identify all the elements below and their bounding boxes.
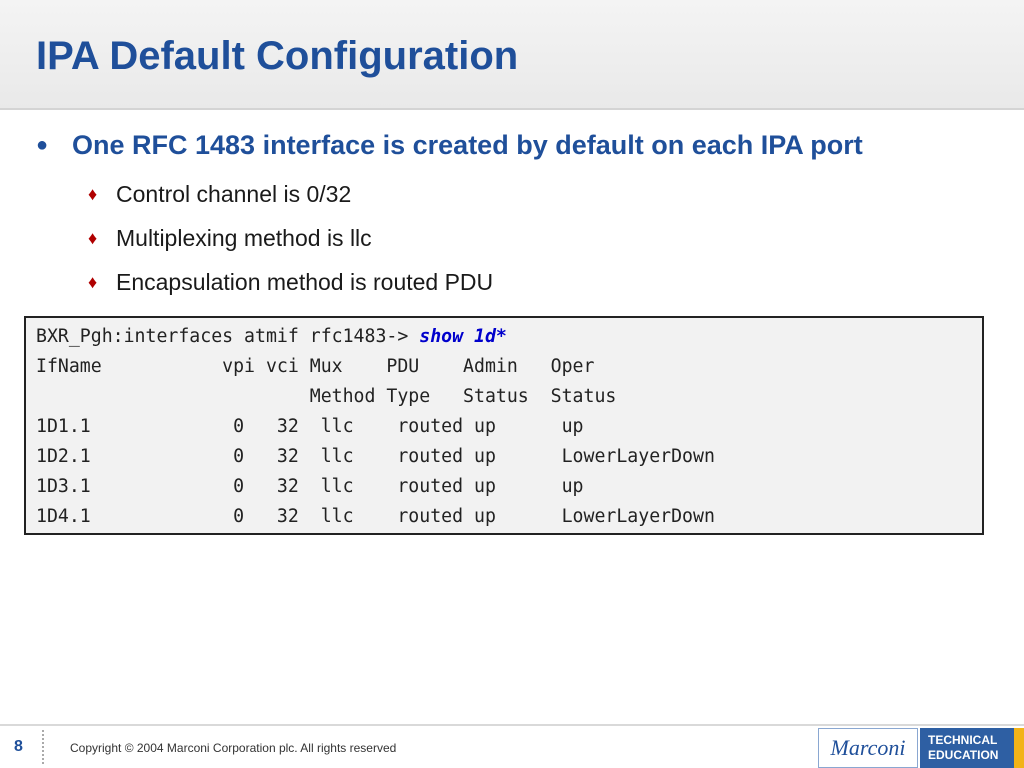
table-row: 1D2.1 0 32 llc routed up LowerLayerDown (36, 446, 715, 467)
logo-text: Marconi (830, 735, 906, 760)
sub-bullet-text: Encapsulation method is routed PDU (116, 268, 494, 295)
sub-bullet-item: ♦ Encapsulation method is routed PDU (88, 260, 493, 304)
table-row: 1D4.1 0 32 llc routed up LowerLayerDown (36, 506, 715, 527)
diamond-icon: ♦ (88, 271, 98, 292)
table-row: 1D3.1 0 32 llc routed up up (36, 476, 584, 497)
technical-education-badge: TECHNICAL EDUCATION (920, 728, 1014, 768)
terminal-output: BXR_Pgh:interfaces atmif rfc1483-> show … (24, 316, 984, 535)
table-row: 1D1.1 0 32 llc routed up up (36, 416, 584, 437)
main-bullet: ● One RFC 1483 interface is created by d… (36, 128, 1016, 162)
accent-strip (1014, 728, 1024, 768)
diamond-icon: ♦ (88, 227, 98, 248)
bullet-dot-icon: ● (36, 134, 49, 156)
main-bullet-text: One RFC 1483 interface is created by def… (72, 130, 863, 160)
table-header: IfName vpi vci Mux PDU Admin Oper (36, 356, 595, 377)
sub-bullet-text: Control channel is 0/32 (116, 180, 352, 207)
edu-line1: TECHNICAL (928, 733, 998, 747)
sub-bullet-text: Multiplexing method is llc (116, 224, 372, 251)
sub-bullet-item: ♦ Control channel is 0/32 (88, 172, 493, 216)
diamond-icon: ♦ (88, 183, 98, 204)
sub-bullet-item: ♦ Multiplexing method is llc (88, 216, 493, 260)
table-header: Method Type Status Status (36, 386, 617, 407)
title-bar: IPA Default Configuration (0, 0, 1024, 110)
footer-divider-line (0, 724, 1024, 726)
copyright-text: Copyright © 2004 Marconi Corporation plc… (70, 741, 397, 755)
marconi-logo: Marconi (818, 728, 918, 768)
footer-dotted-divider (42, 730, 44, 764)
page-number: 8 (14, 738, 23, 755)
sub-bullet-list: ♦ Control channel is 0/32 ♦ Multiplexing… (88, 172, 493, 304)
edu-line2: EDUCATION (928, 748, 999, 762)
slide-title: IPA Default Configuration (36, 34, 519, 78)
terminal-prompt: BXR_Pgh:interfaces atmif rfc1483-> (36, 326, 420, 347)
terminal-command: show 1d* (419, 326, 507, 347)
